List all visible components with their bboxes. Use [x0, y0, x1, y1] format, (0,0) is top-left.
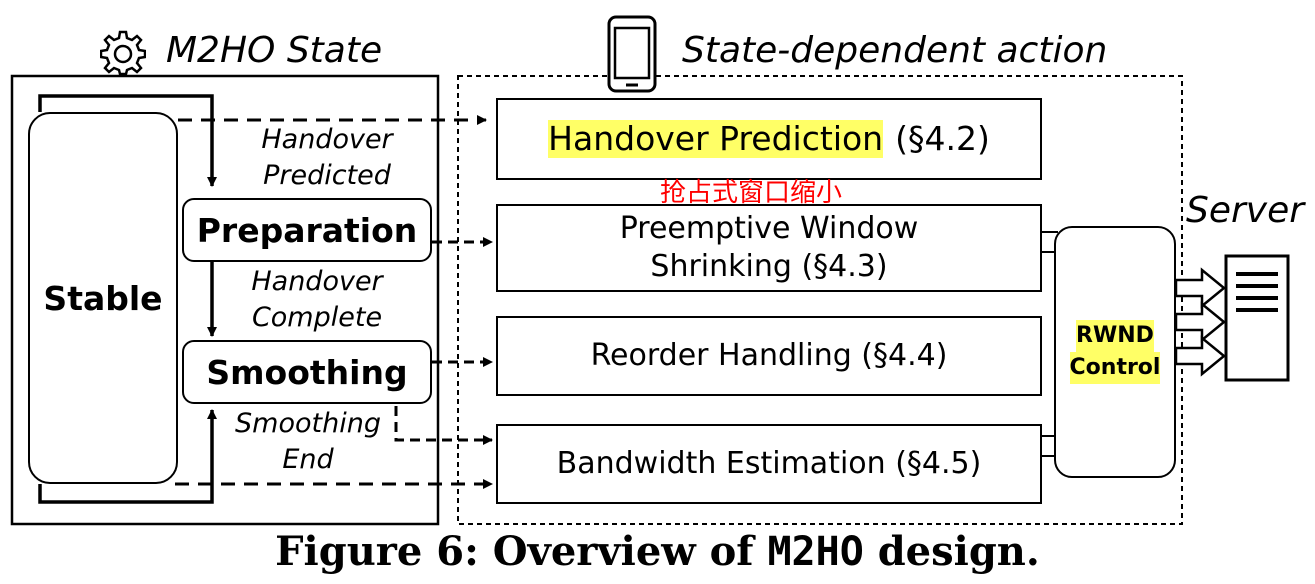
server-icon	[1224, 254, 1290, 382]
state-smoothing: Smoothing	[182, 340, 432, 404]
action-bandwidth-estimation: Bandwidth Estimation (§4.5)	[496, 424, 1042, 504]
state-preparation: Preparation	[182, 198, 432, 262]
rwnd-control: RWND Control	[1054, 226, 1176, 478]
state-panel	[10, 74, 440, 526]
transition-text: Handover	[251, 266, 383, 297]
rwnd-line1: RWND	[1076, 320, 1154, 352]
arrow-stable-to-preparation	[38, 94, 217, 187]
caption-prefix: Figure 6: Overview of	[275, 528, 768, 575]
chinese-annotation: 抢占式窗口缩小	[660, 178, 843, 208]
transition-handover-complete: Handover Complete	[222, 264, 412, 336]
action-panel	[457, 75, 1183, 525]
figure-caption: Figure 6: Overview of M2HO design.	[0, 528, 1315, 575]
caption-code: M2HO	[767, 529, 864, 575]
transition-text: Predicted	[263, 160, 391, 191]
state-stable-label: Stable	[43, 278, 163, 318]
state-header: M2HO State	[166, 30, 383, 71]
state-smoothing-label: Smoothing	[206, 352, 408, 392]
action-prediction-name: Handover Prediction	[548, 119, 884, 158]
transition-text: Complete	[251, 302, 383, 333]
action-window-line1: Preemptive Window	[619, 211, 919, 246]
server-header: Server	[1186, 190, 1305, 231]
action-header: State-dependent action	[682, 30, 1108, 71]
transition-text: Handover	[261, 124, 393, 155]
state-preparation-label: Preparation	[196, 210, 418, 250]
smartphone-icon	[606, 14, 658, 94]
rwnd-to-server-arrows	[1174, 267, 1226, 377]
gear-icon	[100, 30, 146, 76]
state-stable: Stable	[28, 112, 178, 484]
transition-text: Smoothing	[235, 408, 381, 439]
arrow-smoothing-to-stable	[38, 409, 217, 504]
dashed-arrow-bandwidth-smoothing	[394, 406, 493, 445]
action-bandwidth-label: Bandwidth Estimation (§4.5)	[556, 446, 982, 481]
transition-handover-predicted: Handover Predicted	[232, 122, 422, 194]
action-window-shrinking: Preemptive Window Shrinking (§4.3)	[496, 204, 1042, 292]
rwnd-line2: Control	[1069, 352, 1161, 384]
transition-smoothing-end: Smoothing End	[214, 406, 402, 478]
transition-text: End	[282, 444, 334, 475]
action-reorder-handling: Reorder Handling (§4.4)	[496, 316, 1042, 396]
action-handover-prediction: Handover Prediction (§4.2)	[496, 98, 1042, 180]
caption-suffix: design.	[863, 528, 1040, 575]
action-reorder-label: Reorder Handling (§4.4)	[590, 338, 948, 373]
action-prediction-ref: (§4.2)	[895, 119, 990, 158]
action-window-line2: Shrinking (§4.3)	[650, 249, 888, 284]
